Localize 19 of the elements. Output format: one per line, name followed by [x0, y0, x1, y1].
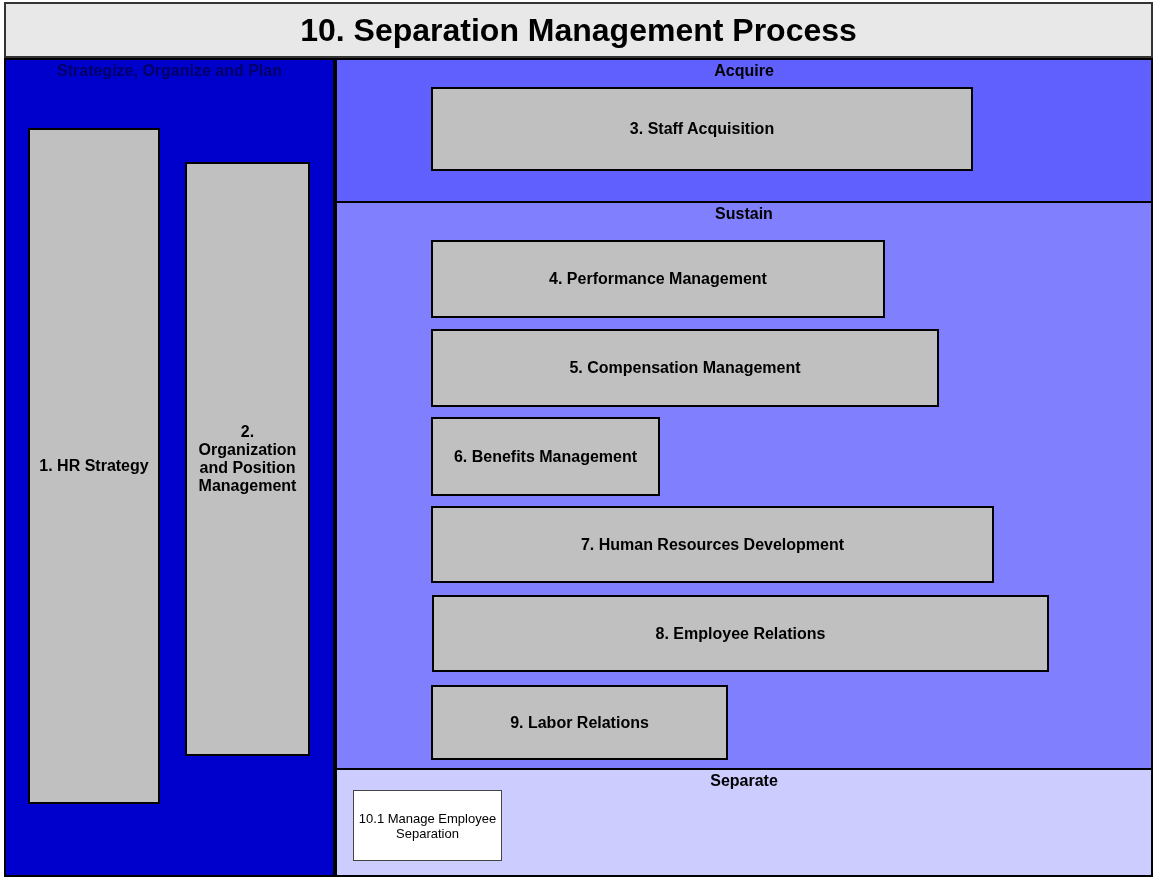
title-bar: 10. Separation Management Process: [4, 2, 1153, 58]
swimlane-band: [335, 768, 1153, 877]
swimlane-band: [335, 201, 1153, 770]
process-box: 9. Labor Relations: [431, 685, 728, 760]
swimlane-band: [335, 58, 1153, 203]
process-box: 7. Human Resources Development: [431, 506, 994, 583]
process-box: 8. Employee Relations: [432, 595, 1049, 672]
lane-title: Separate: [709, 772, 779, 790]
process-box: 4. Performance Management: [431, 240, 885, 318]
process-box: 6. Benefits Management: [431, 417, 660, 496]
process-box: 2. Organization and Position Management: [185, 162, 310, 756]
swimlane-band: [4, 58, 335, 877]
lane-title: Acquire: [713, 62, 775, 80]
process-box: 3. Staff Acquisition: [431, 87, 973, 171]
process-box: 1. HR Strategy: [28, 128, 160, 804]
lane-title: Strategize, Organize and Plan: [56, 62, 283, 80]
subprocess-box: 10.1 Manage Employee Separation: [353, 790, 502, 861]
process-box: 5. Compensation Management: [431, 329, 939, 407]
lane-title: Sustain: [714, 205, 774, 223]
